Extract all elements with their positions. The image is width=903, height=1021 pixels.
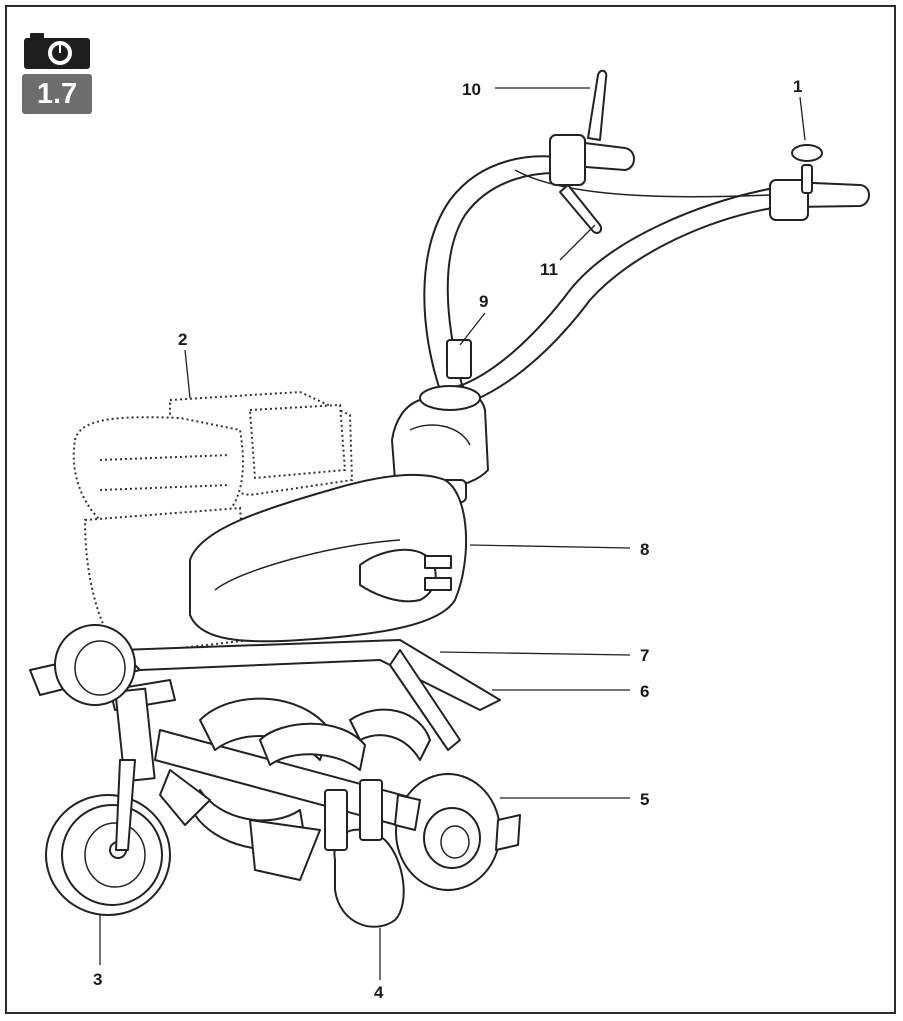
callout-3: 3 xyxy=(93,970,102,989)
callout-7: 7 xyxy=(640,646,649,665)
figure-number: 1.7 xyxy=(22,74,92,114)
side-disc xyxy=(394,773,521,891)
camera-icon xyxy=(24,33,90,69)
callout-labels: 1 2 3 4 5 6 7 8 9 10 11 xyxy=(93,77,802,1002)
callout-10: 10 xyxy=(462,80,481,99)
callout-5: 5 xyxy=(640,790,649,809)
leader-lines xyxy=(99,87,806,980)
callout-6: 6 xyxy=(640,682,649,701)
figure-badge: 1.7 xyxy=(22,30,92,114)
rear-wheel xyxy=(54,624,136,706)
transport-wheel xyxy=(45,759,171,916)
callout-11: 11 xyxy=(540,260,558,279)
transmission-cover xyxy=(189,473,468,643)
disc-protector xyxy=(324,779,405,928)
handle-column xyxy=(391,385,489,503)
callout-2: 2 xyxy=(178,330,187,349)
callout-4: 4 xyxy=(374,983,384,1002)
callout-1: 1 xyxy=(793,77,802,96)
callout-9: 9 xyxy=(479,292,488,311)
tines xyxy=(159,697,431,881)
callout-8: 8 xyxy=(640,540,649,559)
handlebar xyxy=(423,69,870,401)
